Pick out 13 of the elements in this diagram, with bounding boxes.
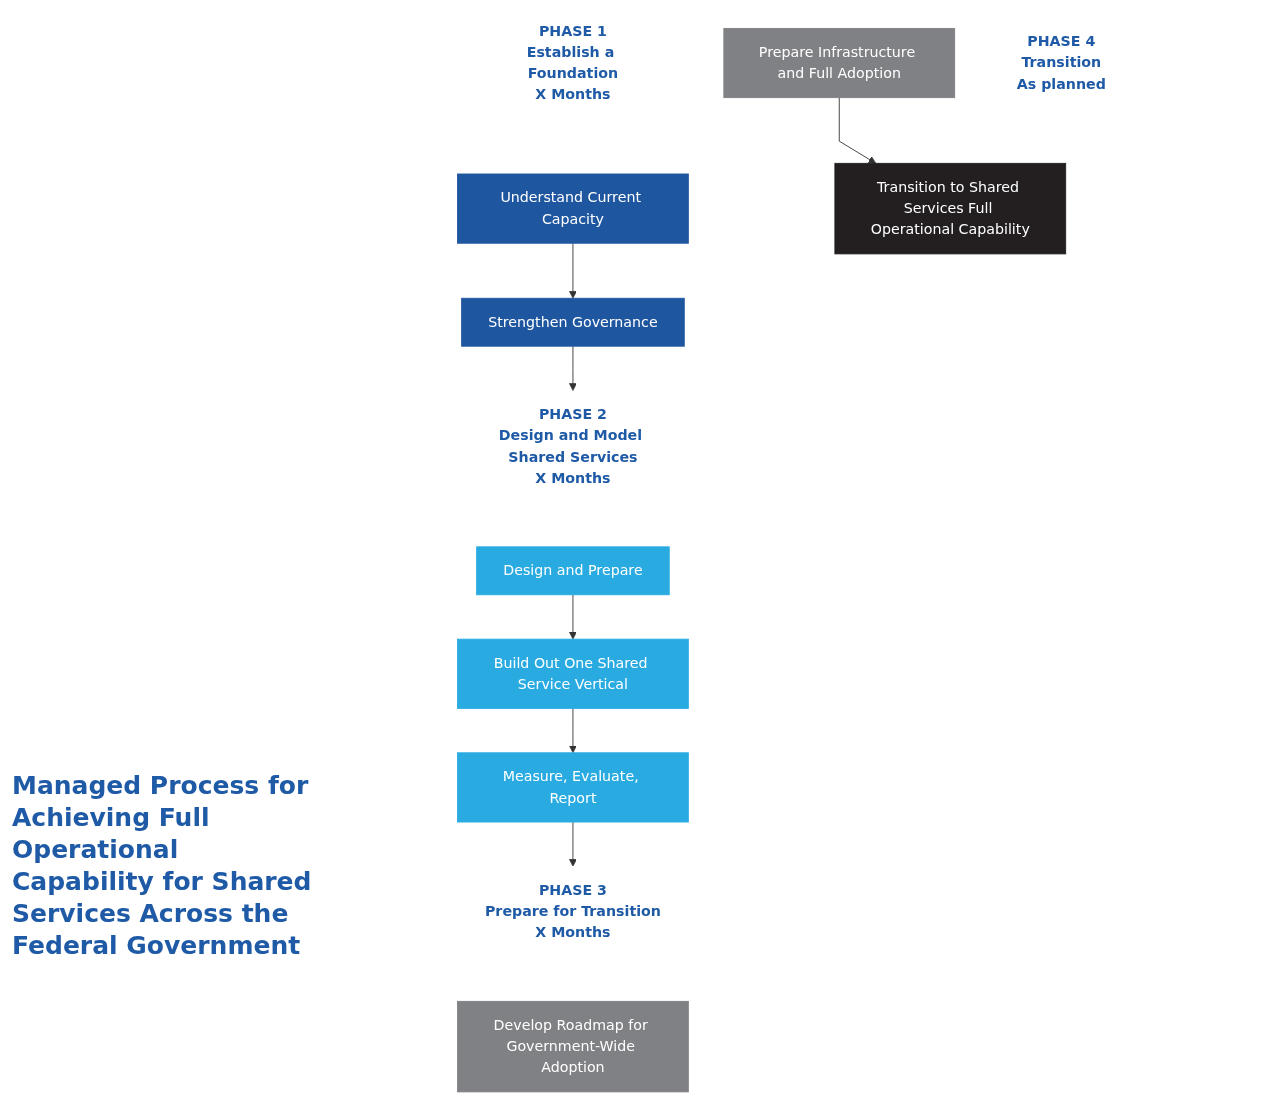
node-text: PHASE 1 Establish a Foundation X Months (526, 22, 619, 103)
node-box: Understand Current Capacity (457, 173, 689, 244)
diagram-description: Managed Process for Achieving Full Operational Capability for Shared Services Across the Federal Government (12, 770, 312, 962)
node-box: Design and Prepare (476, 546, 670, 596)
node-text: PHASE 4 Transition As planned (1016, 32, 1106, 93)
node-box: Transition to Shared Services Full Operational Capability (834, 162, 1067, 255)
node-box: Measure, Evaluate, Report (457, 752, 689, 823)
node-box: Build Out One Shared Service Vertical (457, 638, 689, 709)
node-box: Prepare Infrastructure and Full Adoption (723, 27, 956, 99)
node-text: PHASE 2 Design and Model Shared Services X Months (498, 405, 643, 487)
node-box: Strengthen Governance (461, 297, 685, 347)
node-box: Develop Roadmap for Government-Wide Adoption (457, 1000, 689, 1093)
node-text: PHASE 3 Prepare for Transition X Months (484, 881, 661, 941)
